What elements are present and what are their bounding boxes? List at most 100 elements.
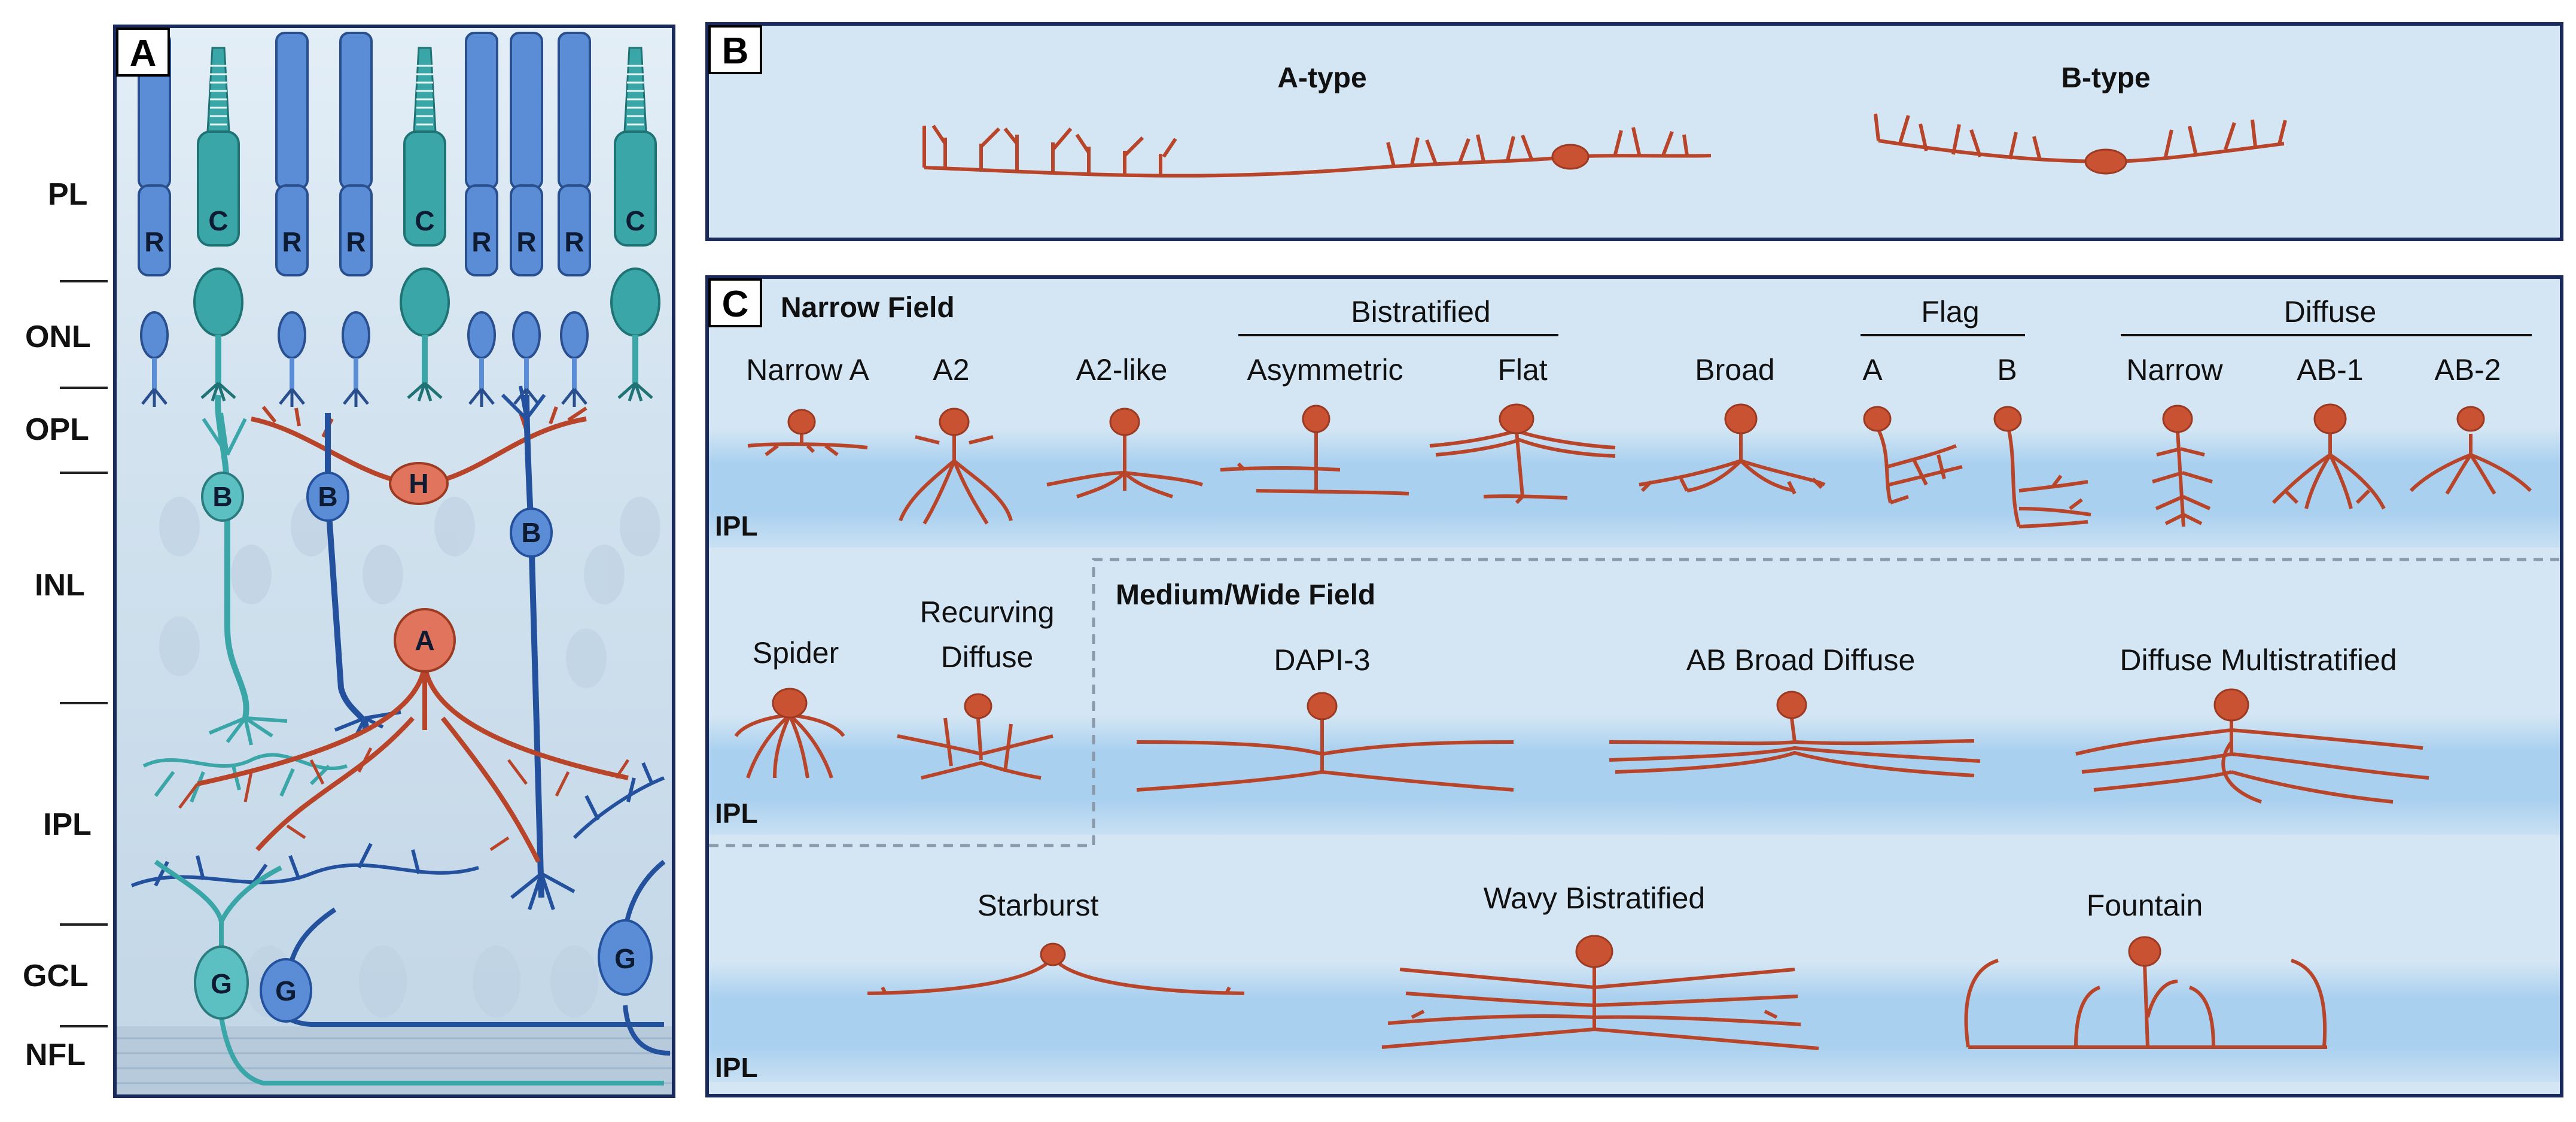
cone-label: C: [208, 205, 228, 236]
panel-b: B A-type B-type: [705, 22, 2563, 241]
label-ab-1: AB-1: [2297, 353, 2363, 387]
rod-label: R: [516, 226, 536, 257]
cone-photoreceptor: C: [400, 47, 450, 402]
label-recurving: Recurving: [919, 595, 1054, 629]
b-type-cell: [1874, 113, 2287, 175]
label-diffuse-multistratified: Diffuse Multistratified: [2120, 643, 2397, 677]
rod-label: R: [564, 226, 584, 257]
bipolar-cells: B B B: [201, 385, 576, 910]
label-a2: A2: [933, 353, 969, 387]
cell-a2-like: [1046, 408, 1203, 498]
panel-a-letter: A: [130, 33, 157, 74]
cell-narrow-a: [747, 409, 868, 457]
layer-labels: PL ONL OPL INL IPL GCL NFL: [23, 177, 92, 1072]
ipl-label-row3: IPL: [715, 1052, 758, 1083]
ganglion-cells: G G G: [154, 859, 671, 1085]
ipl-label-row1: IPL: [715, 510, 758, 542]
ganglion-label-1: G: [211, 968, 232, 999]
label-flat: Flat: [1497, 353, 1547, 387]
medium-wide-field-title: Medium/Wide Field: [1116, 579, 1375, 611]
label-a2-like: A2-like: [1076, 353, 1168, 387]
label-starburst: Starburst: [978, 889, 1099, 922]
narrow-field-title: Narrow Field: [781, 292, 955, 324]
panel-c: C Narrow Field Medium/Wide Field Bistrat…: [705, 275, 2563, 1097]
cell-recurving-diffuse: [897, 693, 1053, 780]
rod-photoreceptor: R: [558, 32, 591, 407]
layer-label-inl: INL: [35, 568, 85, 603]
label-ab-2: AB-2: [2434, 353, 2501, 387]
cell-flat: [1429, 403, 1616, 504]
rod-label: R: [144, 226, 164, 257]
cell-diffuse-multistratified: [2075, 688, 2429, 804]
ipl-label-row2: IPL: [715, 798, 758, 829]
layer-label-onl: ONL: [25, 320, 91, 354]
panel-c-letter: C: [722, 284, 749, 325]
ipl-arbors: [130, 753, 665, 887]
cone-label: C: [415, 205, 434, 236]
background-cells: [159, 497, 660, 1017]
rod-photoreceptor: R: [465, 32, 498, 407]
rod-label: R: [346, 226, 366, 257]
cell-a2: [899, 408, 1013, 525]
cell-asymmetric: [1220, 405, 1409, 495]
panel-b-letter-box: [708, 25, 762, 74]
layer-label-pl: PL: [48, 177, 87, 212]
cone-photoreceptor: C: [610, 47, 660, 402]
label-flag-b: B: [1997, 353, 2017, 387]
ipl-band-row3: [709, 962, 2560, 1082]
layer-label-gcl: GCL: [23, 959, 89, 993]
ganglion-label-2: G: [275, 975, 297, 1007]
bipolar-label-2: B: [318, 481, 337, 512]
narrow-field-cells: [734, 403, 2532, 1050]
label-spider: Spider: [753, 636, 839, 670]
label-flag-a: A: [1862, 353, 1883, 387]
cell-diffuse-narrow: [2152, 405, 2213, 527]
cell-ab-2: [2409, 406, 2532, 495]
cell-broad: [1639, 403, 1826, 495]
panel-c-background: [705, 275, 2563, 1097]
ipl-band-row1: [709, 428, 2560, 548]
cell-spider: [734, 688, 845, 779]
layer-label-opl: OPL: [25, 412, 89, 447]
layer-boundary-ticks: [60, 280, 108, 1027]
cell-starburst: [867, 942, 1245, 995]
panel-c-letter-box: [708, 278, 762, 327]
label-asymmetric: Asymmetric: [1247, 353, 1403, 387]
layer-label-ipl: IPL: [43, 807, 92, 842]
label-dapi-3: DAPI-3: [1274, 643, 1370, 677]
panel-a-letter-box: [116, 28, 170, 77]
cell-flag-b: [1993, 406, 2091, 528]
layer-label-nfl: NFL: [25, 1038, 86, 1072]
panel-a: PL ONL OPL INL IPL GCL NFL: [23, 25, 675, 1098]
label-fountain: Fountain: [2087, 889, 2203, 922]
a-type-cell: [922, 124, 1712, 178]
label-diffuse-narrow: Narrow: [2126, 353, 2223, 387]
label-wavy-bistratified: Wavy Bistratified: [1484, 881, 1705, 915]
rod-label: R: [282, 226, 302, 257]
cell-flag-a: [1863, 406, 1963, 504]
label-recurving-diffuse: Diffuse: [941, 640, 1034, 674]
cell-ab-1: [2271, 403, 2386, 510]
ganglion-label-3: G: [614, 943, 636, 974]
group-flag: Flag: [1921, 295, 1979, 329]
a-type-title: A-type: [1277, 62, 1366, 94]
bipolar-label-3: B: [521, 517, 541, 548]
cell-ab-broad-diffuse: [1609, 691, 1981, 777]
cell-fountain: [1964, 936, 2327, 1049]
group-bistratified: Bistratified: [1351, 295, 1490, 329]
bipolar-label-1: B: [212, 481, 232, 512]
cone-label: C: [625, 205, 645, 236]
cone-photoreceptor: C: [193, 47, 243, 402]
label-narrow-a: Narrow A: [746, 353, 869, 387]
cell-dapi-3: [1136, 692, 1514, 792]
horizontal-cell-label: H: [409, 468, 428, 499]
label-ab-broad-diffuse: AB Broad Diffuse: [1686, 643, 1916, 677]
rod-photoreceptor: R: [275, 32, 309, 407]
group-diffuse: Diffuse: [2284, 295, 2377, 329]
cell-wavy-bistratified: [1381, 935, 1819, 1050]
amacrine-cell: A: [178, 608, 630, 863]
panel-b-letter: B: [722, 31, 749, 72]
rod-label: R: [471, 226, 491, 257]
